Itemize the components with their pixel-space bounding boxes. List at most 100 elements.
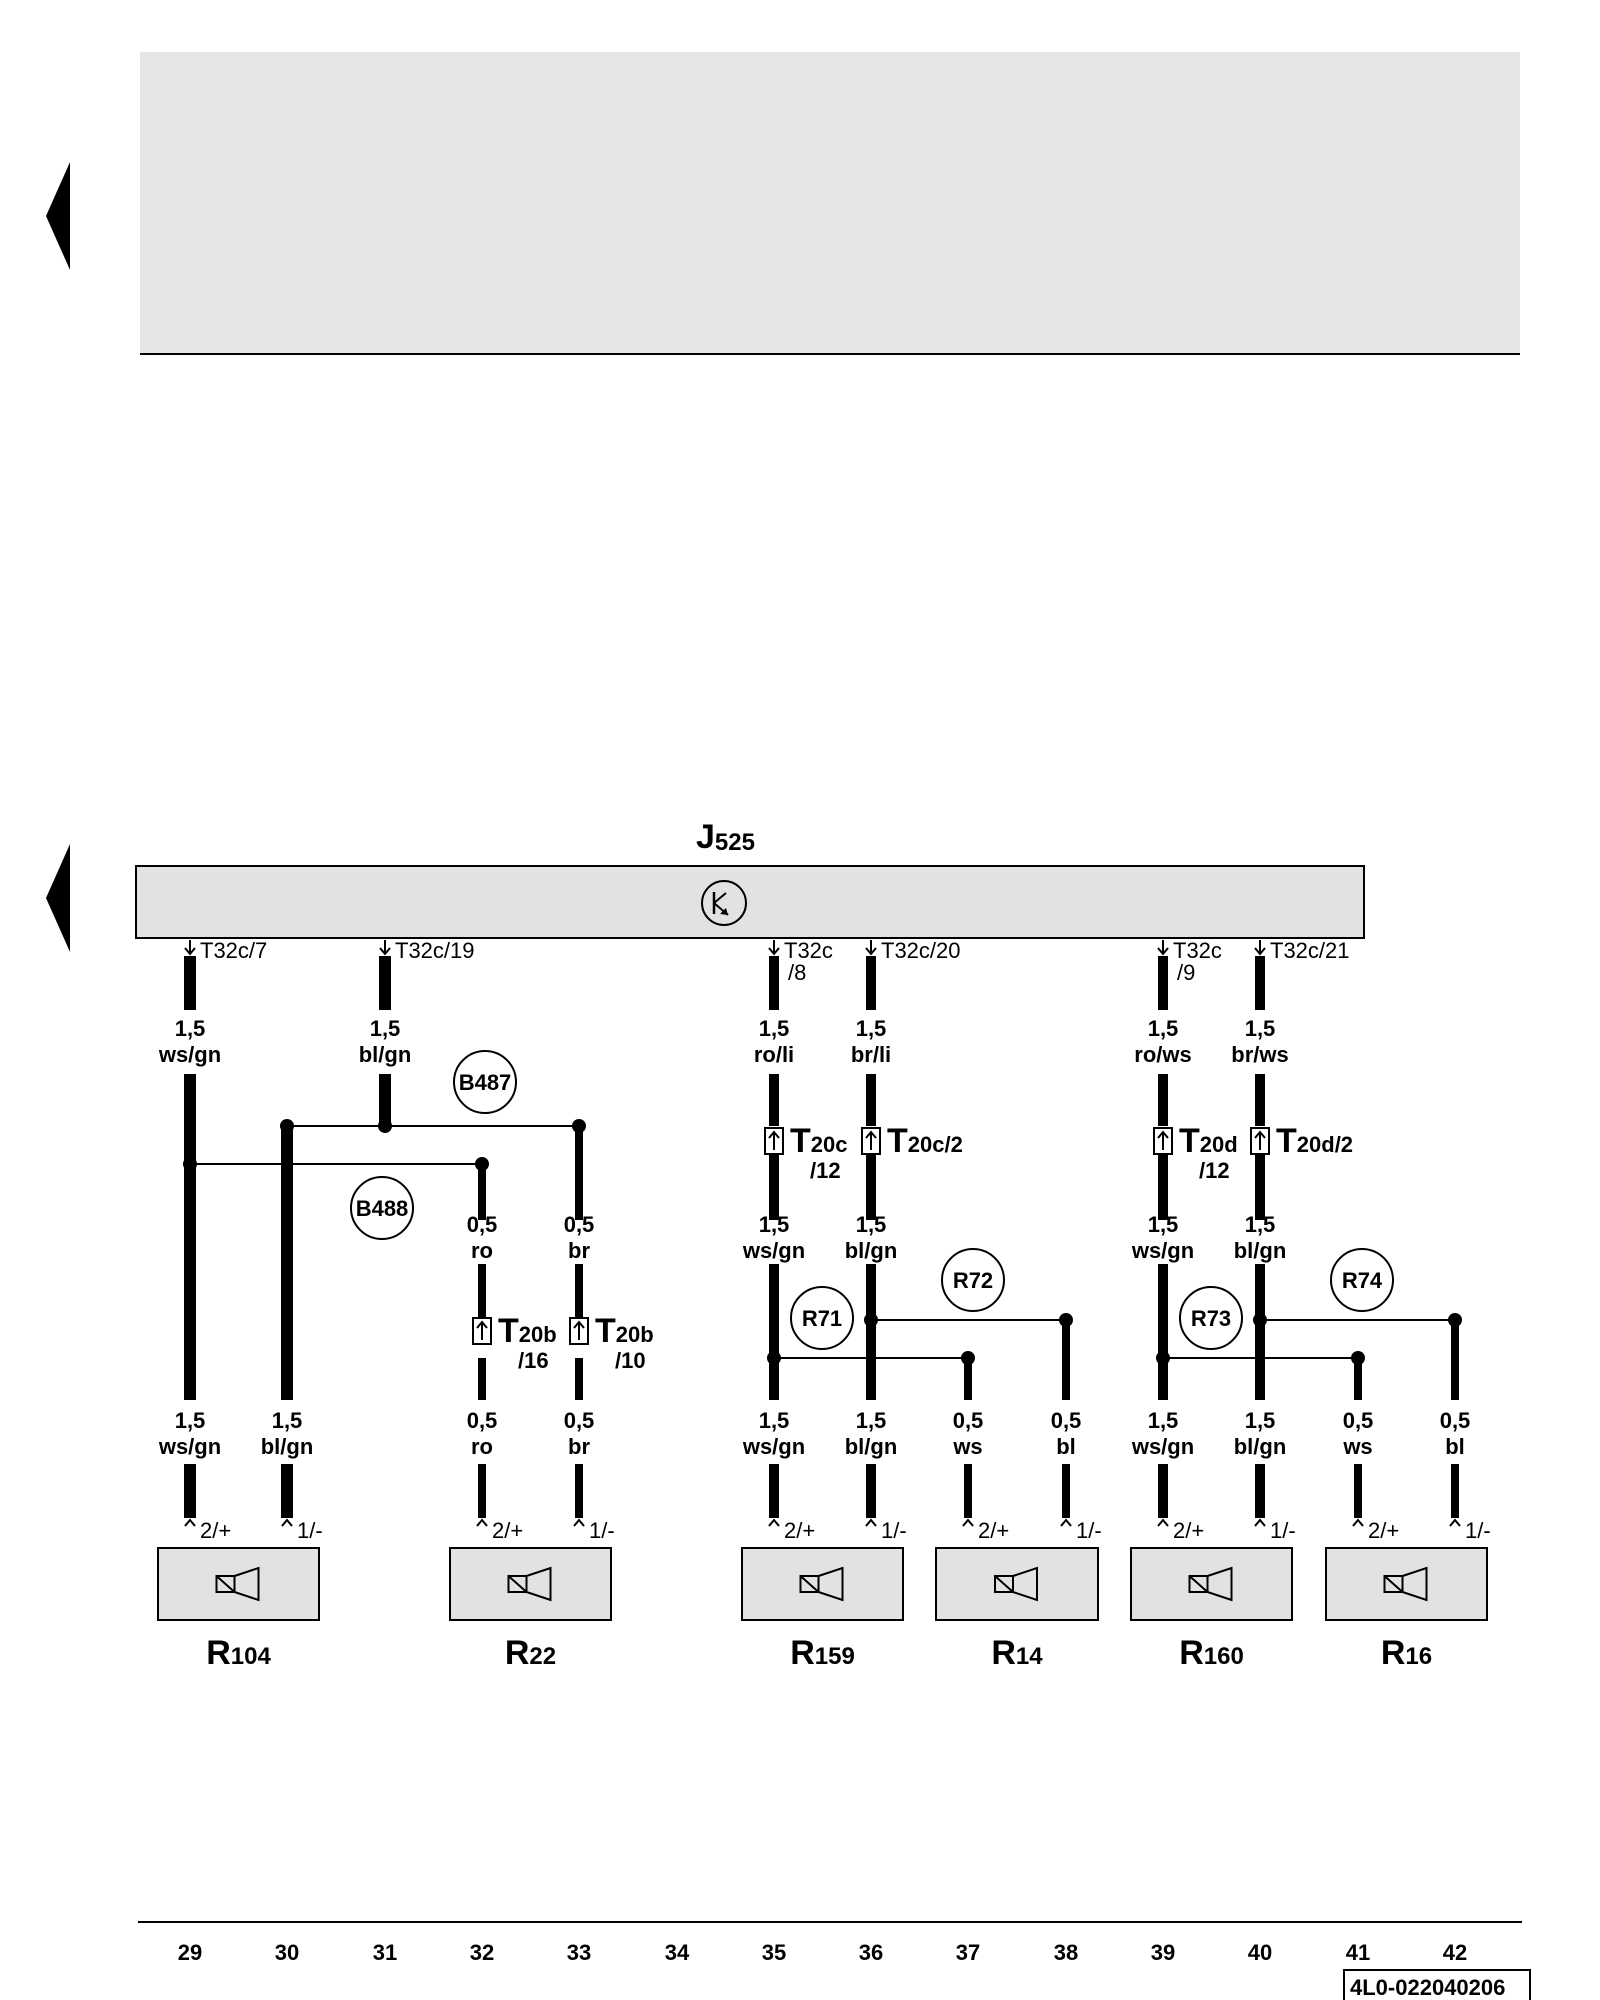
- wire-size-label: 1,5: [1148, 1016, 1179, 1041]
- junction-dot: [1253, 1313, 1267, 1327]
- terminal-arrow-head: [184, 1518, 196, 1527]
- wire-color-label: ro: [471, 1434, 493, 1459]
- wire-size-label: 1,5: [175, 1408, 206, 1433]
- speaker-box: [935, 1547, 1099, 1621]
- speaker-icon: [507, 1566, 552, 1602]
- terminal-minus-label: 1/-: [297, 1518, 323, 1543]
- terminal-minus-label: 1/-: [1076, 1518, 1102, 1543]
- speaker-box: [741, 1547, 904, 1621]
- terminal-arrow-head: [1254, 1518, 1266, 1527]
- terminal-minus-label: 1/-: [589, 1518, 615, 1543]
- column-number: 42: [1443, 1940, 1467, 1965]
- doc-number: 4L0-022040206: [1350, 1975, 1505, 2000]
- pin-arrow-head: [1254, 947, 1266, 956]
- amplifier-symbol-icon: [701, 880, 747, 926]
- terminal-arrow-head: [1449, 1518, 1461, 1527]
- speaker-name: R14: [991, 1634, 1043, 1672]
- wire-size-label: 0,5: [467, 1212, 498, 1237]
- junction-dot: [767, 1351, 781, 1365]
- speaker-icon: [1383, 1566, 1428, 1602]
- wire-size-label: 1,5: [1148, 1408, 1179, 1433]
- terminal-arrow-head: [1157, 1518, 1169, 1527]
- wire-size-label: 1,5: [1148, 1212, 1179, 1237]
- wire-color-label: bl/gn: [845, 1434, 898, 1459]
- connection-circle: [1330, 1248, 1394, 1312]
- wire-size-label: 1,5: [759, 1408, 790, 1433]
- wire-color-label: ws/gn: [1131, 1238, 1194, 1263]
- speaker-magnet-diag: [215, 1575, 236, 1593]
- wire-size-label: 1,5: [856, 1408, 887, 1433]
- wire-size-label: 1,5: [1245, 1016, 1276, 1041]
- speaker-name: R16: [1381, 1634, 1432, 1672]
- pin-label: T32c: [1173, 938, 1222, 963]
- prev-page-arrow-middle[interactable]: [46, 844, 70, 952]
- prev-page-arrow-top[interactable]: [46, 162, 70, 270]
- speaker-name: R159: [790, 1634, 855, 1672]
- speaker-magnet-diag: [799, 1575, 820, 1593]
- control-unit-name: J525: [696, 818, 755, 856]
- connection-label: R72: [953, 1268, 993, 1293]
- speaker-cone: [1012, 1566, 1038, 1602]
- terminal-arrow-head: [962, 1518, 974, 1527]
- speaker-box: [157, 1547, 320, 1621]
- connection-label: B488: [356, 1196, 409, 1221]
- pin-arrow-head: [184, 947, 196, 956]
- terminal-plus-label: 2/+: [492, 1518, 523, 1543]
- junction-dot: [1156, 1351, 1170, 1365]
- pin-label-2: /9: [1177, 960, 1195, 985]
- connector-icon: [861, 1127, 881, 1155]
- connection-label: R73: [1191, 1306, 1231, 1331]
- connection-circle: [453, 1050, 517, 1114]
- connector-label: T20d/2: [1276, 1122, 1353, 1160]
- speaker-name: R104: [206, 1634, 271, 1672]
- connector-pin-label: /12: [1199, 1158, 1230, 1183]
- column-number: 31: [373, 1940, 397, 1965]
- speaker-icon: [215, 1566, 260, 1602]
- wire-color-label: bl/gn: [261, 1434, 314, 1459]
- pin-arrow-head: [768, 947, 780, 956]
- speaker-name: R160: [1179, 1634, 1244, 1672]
- speaker-magnet-diag: [994, 1575, 1014, 1593]
- junction-dot: [1059, 1313, 1073, 1327]
- pin-label: T32c: [784, 938, 833, 963]
- connection-label: R71: [802, 1306, 842, 1331]
- terminal-arrow-head: [865, 1518, 877, 1527]
- pin-arrow-head: [379, 947, 391, 956]
- connector-label: T20c: [790, 1122, 848, 1160]
- column-number: 38: [1054, 1940, 1078, 1965]
- wire-size-label: 0,5: [564, 1212, 595, 1237]
- connector-pin-label: /10: [615, 1348, 646, 1373]
- wire-color-label: br/li: [851, 1042, 891, 1067]
- speaker-box: [449, 1547, 612, 1621]
- wire-size-label: 1,5: [759, 1212, 790, 1237]
- pin-arrow-head: [1157, 947, 1169, 956]
- wire-size-label: 1,5: [1245, 1408, 1276, 1433]
- terminal-arrow-head: [1352, 1518, 1364, 1527]
- wire-color-label: bl/gn: [1234, 1238, 1287, 1263]
- connector-label: T20b: [595, 1312, 654, 1350]
- terminal-plus-label: 2/+: [784, 1518, 815, 1543]
- wire-size-label: 1,5: [759, 1016, 790, 1041]
- connector-pin-label: /12: [810, 1158, 841, 1183]
- pin-label: T32c/21: [1270, 938, 1350, 963]
- column-number: 41: [1346, 1940, 1370, 1965]
- wire-color-label: bl: [1445, 1434, 1465, 1459]
- connection-label: R74: [1342, 1268, 1383, 1293]
- terminal-plus-label: 2/+: [200, 1518, 231, 1543]
- doc-number-box: [1343, 1969, 1531, 2000]
- speaker-magnet-diag: [1188, 1575, 1209, 1593]
- speaker-icon: [994, 1566, 1038, 1602]
- wire-size-label: 1,5: [856, 1016, 887, 1041]
- column-number: 35: [762, 1940, 786, 1965]
- speaker-cone: [1206, 1566, 1233, 1602]
- column-number: 40: [1248, 1940, 1272, 1965]
- column-number: 29: [178, 1940, 202, 1965]
- wire-color-label: ws/gn: [1131, 1434, 1194, 1459]
- pin-arrow-head: [865, 947, 877, 956]
- wire-color-label: ws/gn: [742, 1238, 805, 1263]
- connection-circle: [941, 1248, 1005, 1312]
- speaker-magnet-diag: [507, 1575, 528, 1593]
- wire-size-label: 0,5: [1440, 1408, 1471, 1433]
- wire-color-label: bl/gn: [1234, 1434, 1287, 1459]
